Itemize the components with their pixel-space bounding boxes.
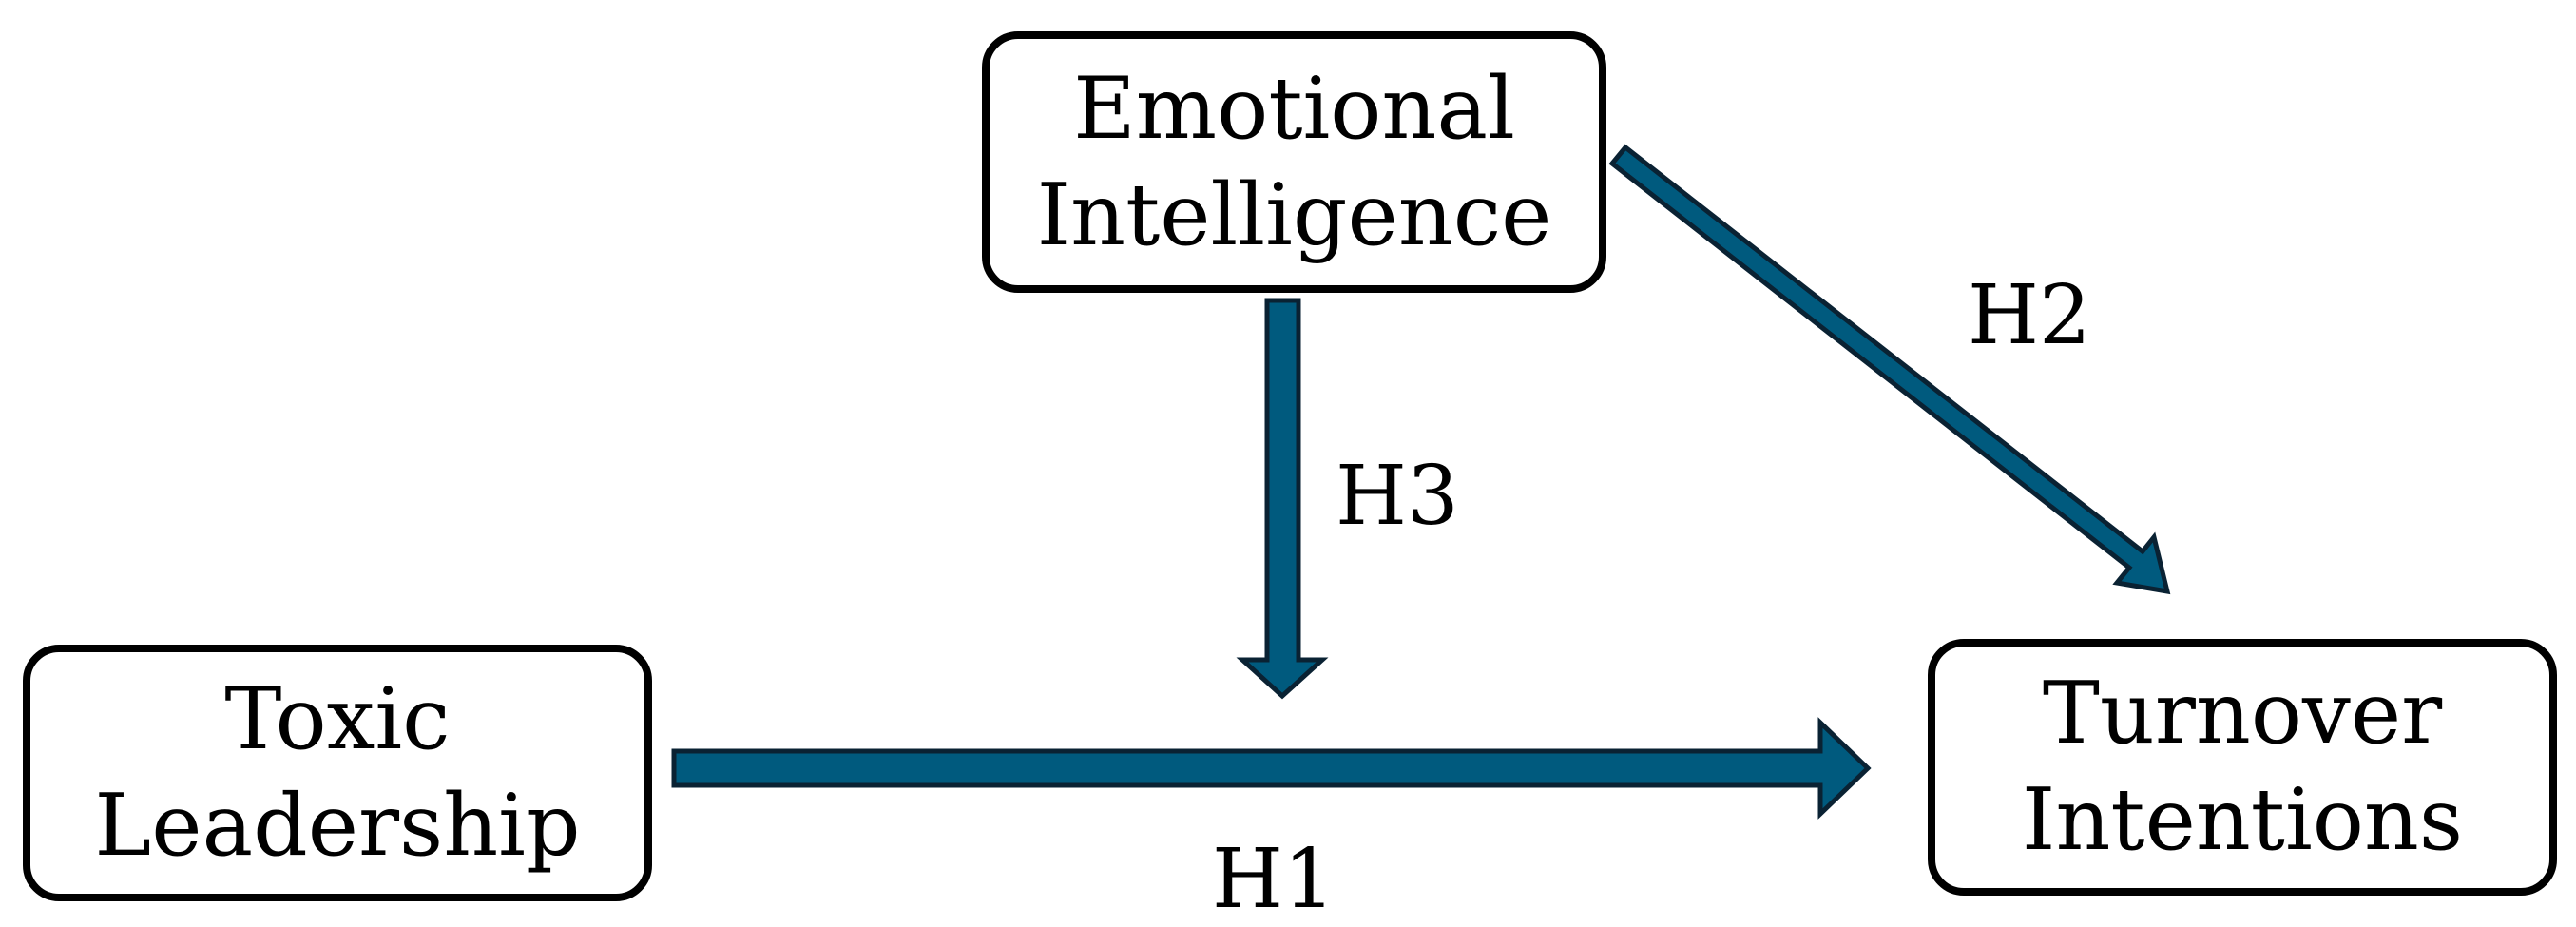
- h2-arrow: [1608, 144, 2171, 595]
- toxic-leadership-label-line1: Toxic: [224, 669, 451, 769]
- emotional-intelligence-box: Emotional Intelligence: [982, 31, 1606, 293]
- toxic-leadership-box: Toxic Leadership: [23, 645, 652, 901]
- h1-label: H1: [1212, 832, 1336, 927]
- toxic-leadership-label-line2: Leadership: [94, 776, 581, 876]
- h2-label: H2: [1968, 268, 2091, 363]
- emotional-intelligence-label-line2: Intelligence: [1036, 164, 1552, 265]
- h1-arrow: [671, 717, 1872, 820]
- h3-label: H3: [1336, 449, 1459, 544]
- turnover-intentions-label-line2: Intentions: [2021, 770, 2464, 870]
- turnover-intentions-label-line1: Turnover: [2042, 664, 2443, 763]
- emotional-intelligence-label-line1: Emotional: [1073, 58, 1515, 159]
- h3-arrow: [1236, 298, 1329, 700]
- turnover-intentions-box: Turnover Intentions: [1928, 639, 2557, 896]
